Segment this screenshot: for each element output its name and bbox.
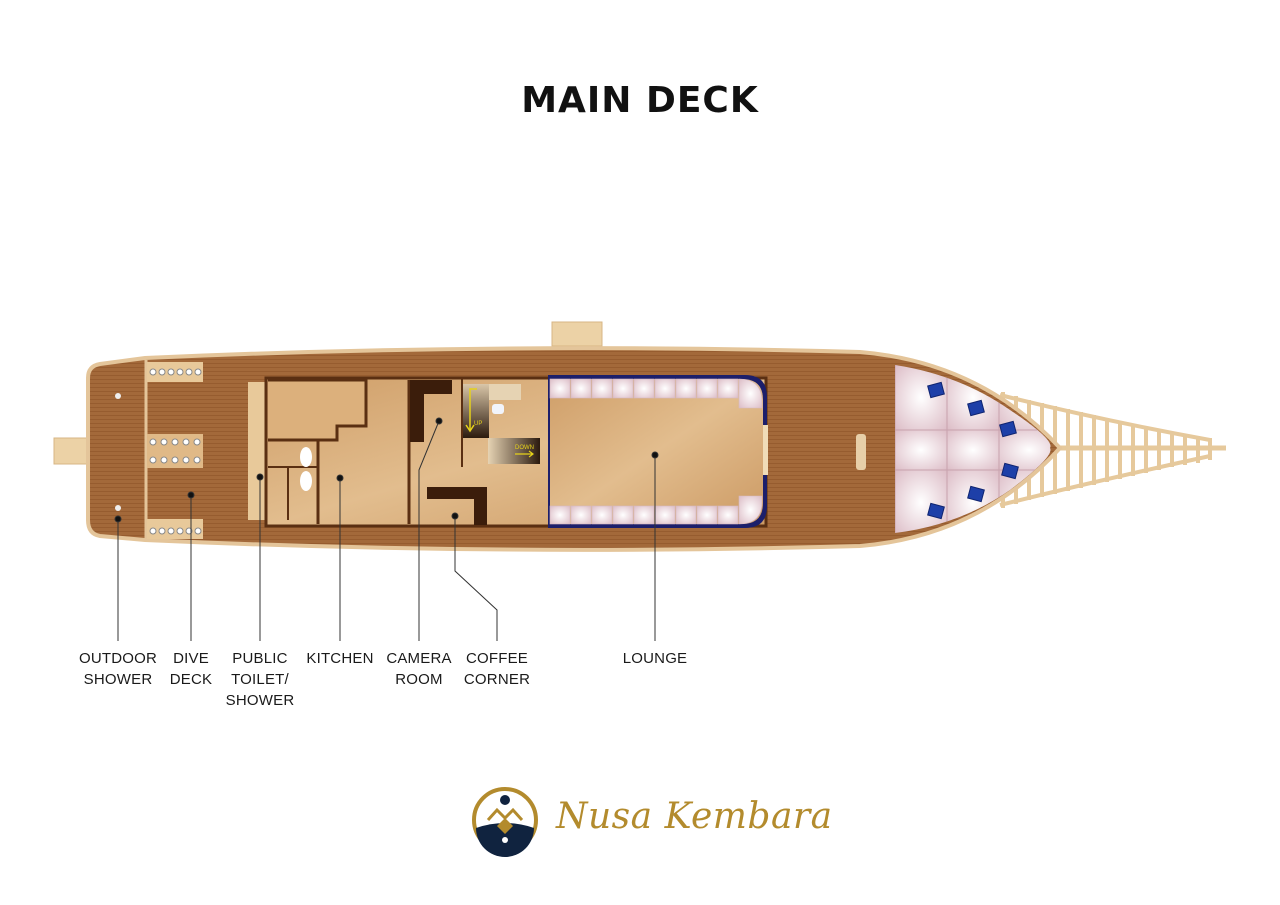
stairs-down-label: DOWN	[515, 445, 534, 451]
brand-logo-icon	[472, 787, 538, 857]
page-title: MAIN DECK	[521, 80, 759, 121]
label-camera-room: CAMERA ROOM	[386, 650, 452, 688]
label-coffee-corner: COFFEE CORNER	[463, 650, 531, 688]
label-kitchen: KITCHEN	[306, 650, 374, 667]
label-lounge: LOUNGE	[622, 650, 688, 667]
side-platform	[551, 321, 603, 347]
dive-tank-racks	[115, 362, 203, 539]
leader-lines	[114, 417, 659, 641]
shower-strip	[248, 382, 265, 520]
bowsprit	[999, 392, 1226, 508]
label-outdoor-shower: OUTDOOR SHOWER	[78, 650, 158, 688]
stairs-up-label: UP	[474, 421, 482, 427]
brand-name: Nusa Kembara	[556, 796, 833, 837]
deck-hatch	[856, 434, 866, 470]
label-public-toilet-shower: PUBLIC TOILET/ SHOWER	[225, 650, 295, 709]
lounge	[548, 375, 768, 528]
label-dive-deck: DIVE DECK	[169, 650, 213, 688]
